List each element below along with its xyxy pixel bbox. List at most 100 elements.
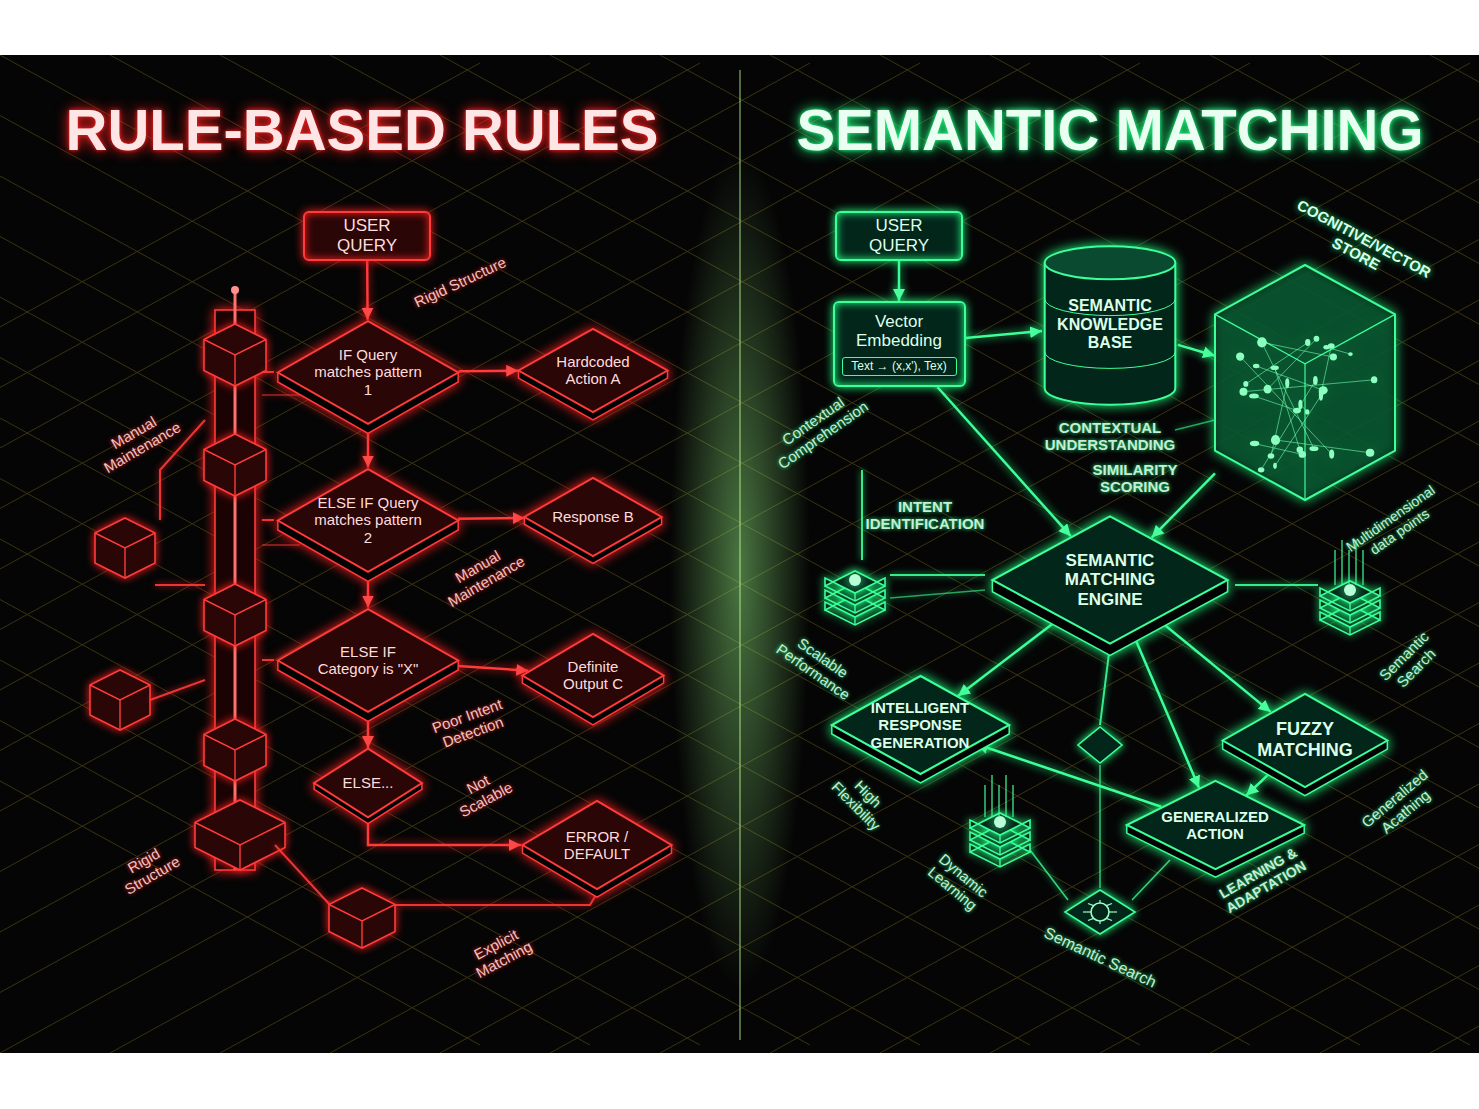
decision-diamond: SEMANTIC MATCHING ENGINE	[990, 515, 1230, 645]
node-text: GENERALIZED ACTION	[1161, 808, 1269, 843]
side-box	[95, 518, 155, 578]
node-text: Hardcoded Action A	[548, 353, 638, 388]
decision-diamond: ELSE IF Category is "X"	[276, 608, 460, 713]
side-box-edge	[90, 685, 150, 700]
shape-outline	[992, 516, 1227, 643]
node-text: ELSE...	[343, 774, 394, 791]
process-box: USER QUERY	[303, 211, 431, 261]
deco-wire	[1132, 860, 1170, 900]
grid-line	[880, 55, 1479, 1045]
pillar-cube-body	[204, 584, 266, 646]
grid-line	[0, 63, 1479, 1053]
data-point	[1249, 393, 1259, 398]
hub-spoke	[1083, 911, 1091, 912]
data-link	[1243, 379, 1374, 391]
grid-line	[0, 55, 1030, 1045]
pillar-cube-body	[204, 434, 266, 496]
data-point	[1258, 467, 1264, 472]
data-link	[1261, 340, 1314, 448]
grid-line	[0, 63, 1479, 1053]
node-text: USER QUERY	[844, 216, 954, 255]
pillar-cube	[204, 324, 266, 386]
shape-outline	[278, 609, 458, 712]
node-text: Response B	[552, 508, 634, 525]
signal-bar	[1348, 550, 1349, 585]
text-group: Response B	[552, 508, 634, 525]
cylinder-top	[1045, 246, 1176, 279]
deco-wire	[262, 544, 300, 545]
node-text: FUZZY MATCHING	[1255, 719, 1355, 760]
grid-line	[0, 55, 1250, 1045]
grid-line	[1430, 63, 1479, 1053]
perspective-grid	[0, 55, 1479, 1053]
data-point	[1313, 376, 1318, 385]
decision-diamond: IF Query matches pattern 1	[276, 320, 460, 425]
cylinder-ring	[1045, 351, 1176, 368]
connector-arrow	[368, 818, 521, 845]
grid-line	[0, 63, 1030, 1053]
pillar-cube-body	[204, 719, 266, 781]
cube-edge	[1215, 314, 1395, 363]
deco-wire	[262, 394, 300, 395]
pillar-cube-edge	[204, 735, 266, 751]
text-group: Vector EmbeddingText → (x,x'), Tex)	[842, 312, 957, 377]
side-box-edge	[119, 700, 120, 730]
text-group: USER QUERY	[312, 216, 422, 255]
stack-slab-edge	[854, 593, 855, 601]
deco-wire	[395, 893, 597, 905]
connector-arrow	[898, 261, 901, 301]
side-box-edge	[329, 905, 395, 922]
data-point	[1330, 353, 1337, 360]
deco-wire	[1030, 850, 1068, 900]
data-link	[1275, 395, 1321, 465]
decision-diamond: ELSE...	[313, 748, 423, 818]
shape-outline	[278, 469, 458, 572]
node-text: ELSE IF Category is "X"	[313, 643, 423, 678]
connector-arrow	[1133, 633, 1200, 788]
deco-wire	[890, 574, 985, 576]
shape-outline	[522, 633, 663, 716]
text-group: IF Query matches pattern 1	[313, 346, 423, 398]
side-box-body	[329, 888, 395, 948]
hub-spoke	[1106, 918, 1112, 920]
decision-diamond: Hardcoded Action A	[517, 328, 669, 413]
pillar-cube-edge	[234, 355, 235, 386]
decision-diamond: FUZZY MATCHING	[1221, 693, 1389, 788]
grid-line	[330, 63, 1479, 1053]
signal-bar	[984, 785, 985, 817]
deco-wire	[1235, 584, 1318, 586]
node-text: Definite Output C	[551, 658, 636, 693]
data-point	[1319, 390, 1323, 400]
text-group: GENERALIZED ACTION	[1161, 808, 1269, 843]
decision-diamond: Definite Output C	[521, 633, 665, 718]
grid-line	[0, 55, 1479, 1045]
data-point	[1270, 365, 1278, 370]
grid-line	[0, 63, 1360, 1053]
shape-outline	[1215, 265, 1395, 500]
text-group: Definite Output C	[551, 658, 636, 693]
node-text: IF Query matches pattern 1	[313, 346, 423, 398]
data-link	[1326, 347, 1350, 354]
pillar-cube-edge	[204, 450, 266, 466]
node-text: INTELLIGENT RESPONSE GENERATION	[866, 699, 974, 751]
connector-arrow	[1178, 345, 1215, 356]
grid-line	[0, 55, 480, 1045]
grid-line	[1320, 63, 1479, 1053]
stack-light	[1344, 584, 1356, 596]
stack-slab-edge	[854, 617, 855, 625]
stack-slab-body	[970, 813, 1030, 835]
connector-arrow	[976, 744, 1161, 807]
grid-line	[660, 55, 1479, 1045]
text-group: SEMANTIC MATCHING ENGINE	[1040, 551, 1180, 610]
signal-bar	[991, 775, 992, 817]
shape-outline	[1215, 265, 1395, 500]
text-group: ERROR / DEFAULT	[552, 828, 642, 863]
grid-line	[440, 63, 1479, 1053]
deco-wire	[890, 590, 985, 598]
panel-title: RULE-BASED RULES	[66, 97, 659, 164]
grid-line	[330, 55, 1479, 1045]
deco-wire	[1099, 765, 1101, 888]
vector-store-cube: COGNITIVE/VECTOR STORE	[1215, 265, 1395, 500]
pillar-cube-edge	[204, 600, 266, 616]
